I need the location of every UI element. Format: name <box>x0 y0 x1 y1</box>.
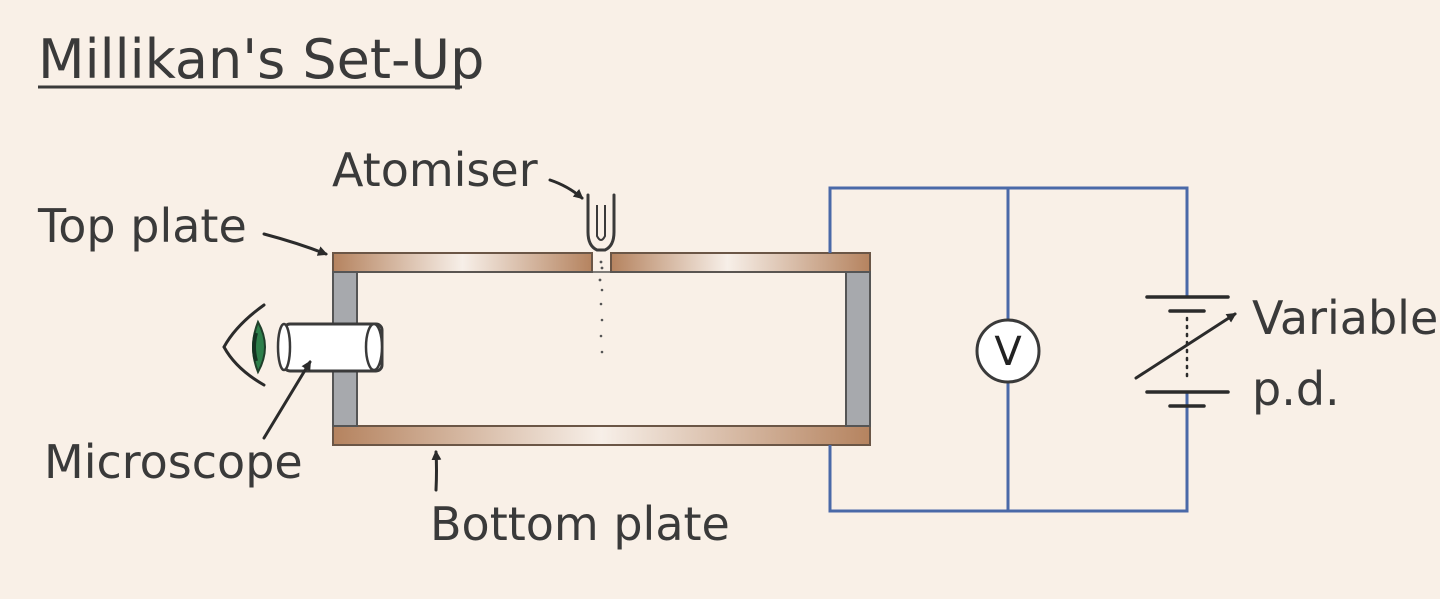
atomiser-nozzle <box>586 193 616 252</box>
pd-label: p.d. <box>1252 362 1340 416</box>
atomiser-arrow <box>548 178 584 200</box>
bottom-plate-label: Bottom plate <box>430 497 730 551</box>
page-title: Millikan's Set-Up <box>38 28 484 91</box>
top-plate-label: Top plate <box>37 199 247 253</box>
variable-label: Variable <box>1252 291 1438 345</box>
microscope-arrow <box>262 360 312 440</box>
voltmeter: V <box>975 318 1041 384</box>
top-plate-right <box>610 252 871 273</box>
circuit-wires <box>828 186 1189 513</box>
top-plate-arrow <box>262 232 328 256</box>
top-plate-left <box>332 252 593 273</box>
bottom-plate-arrow <box>431 450 442 492</box>
variable-cell <box>1134 295 1237 408</box>
label-arrows <box>262 178 584 492</box>
microscope-label: Microscope <box>44 435 303 489</box>
voltmeter-label: V <box>994 329 1022 375</box>
atomiser-label: Atomiser <box>332 143 538 197</box>
atomiser-inner <box>596 205 606 241</box>
microscope <box>276 322 384 373</box>
bottom-plate <box>332 425 871 446</box>
droplet-trail <box>598 260 604 354</box>
right-wall <box>845 271 871 427</box>
eye-icon <box>222 303 266 387</box>
